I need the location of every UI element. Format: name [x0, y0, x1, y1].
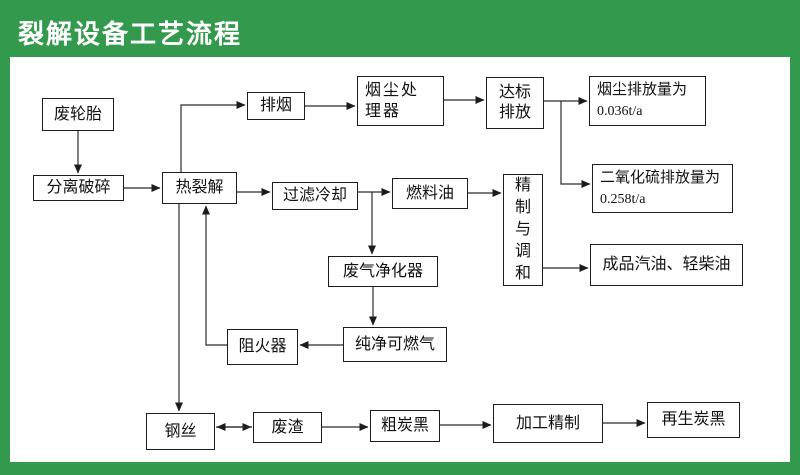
node-dust-emission: 烟尘排放量为 0.036t/a — [589, 76, 706, 126]
node-refining: 加工精制 — [493, 404, 603, 443]
page-title: 裂解设备工艺流程 — [18, 19, 243, 49]
so2-emission-title: 二氧化硫排放量为 — [600, 169, 721, 186]
node-steel-wire: 钢丝 — [146, 413, 215, 450]
node-standard-discharge: 达标排放 — [486, 77, 544, 129]
node-finished-oil: 成品汽油、轻柴油 — [590, 244, 743, 286]
node-refine-blend: 精制与调和 — [503, 174, 543, 286]
node-smoke-exhaust: 排烟 — [247, 92, 305, 120]
node-separate-crush: 分离破碎 — [33, 175, 124, 201]
node-crude-carbon: 粗炭黑 — [370, 410, 440, 442]
node-waste-residue: 废渣 — [253, 412, 322, 443]
dust-emission-title: 烟尘排放量为 — [597, 81, 688, 98]
refine-blend-label: 精制与调和 — [514, 177, 531, 282]
node-pure-gas: 纯净可燃气 — [343, 327, 447, 362]
node-regen-carbon: 再生炭黑 — [647, 402, 740, 438]
node-gas-purifier: 废气净化器 — [328, 256, 438, 287]
node-so2-emission: 二氧化硫排放量为 0.258t/a — [592, 164, 733, 213]
node-standard-discharge-label: 达标排放 — [498, 84, 531, 121]
node-fuel-oil: 燃料油 — [392, 178, 468, 209]
so2-emission-value: 0.258t/a — [600, 192, 646, 207]
node-dust-processor: 烟尘处理器 — [357, 76, 444, 126]
dust-emission-value: 0.036t/a — [597, 104, 643, 119]
node-waste-tire: 废轮胎 — [42, 98, 114, 131]
node-filter-cooling: 过滤冷却 — [272, 182, 358, 210]
node-flame-arrester: 阻火器 — [227, 329, 298, 365]
node-pyrolysis: 热裂解 — [162, 172, 237, 204]
